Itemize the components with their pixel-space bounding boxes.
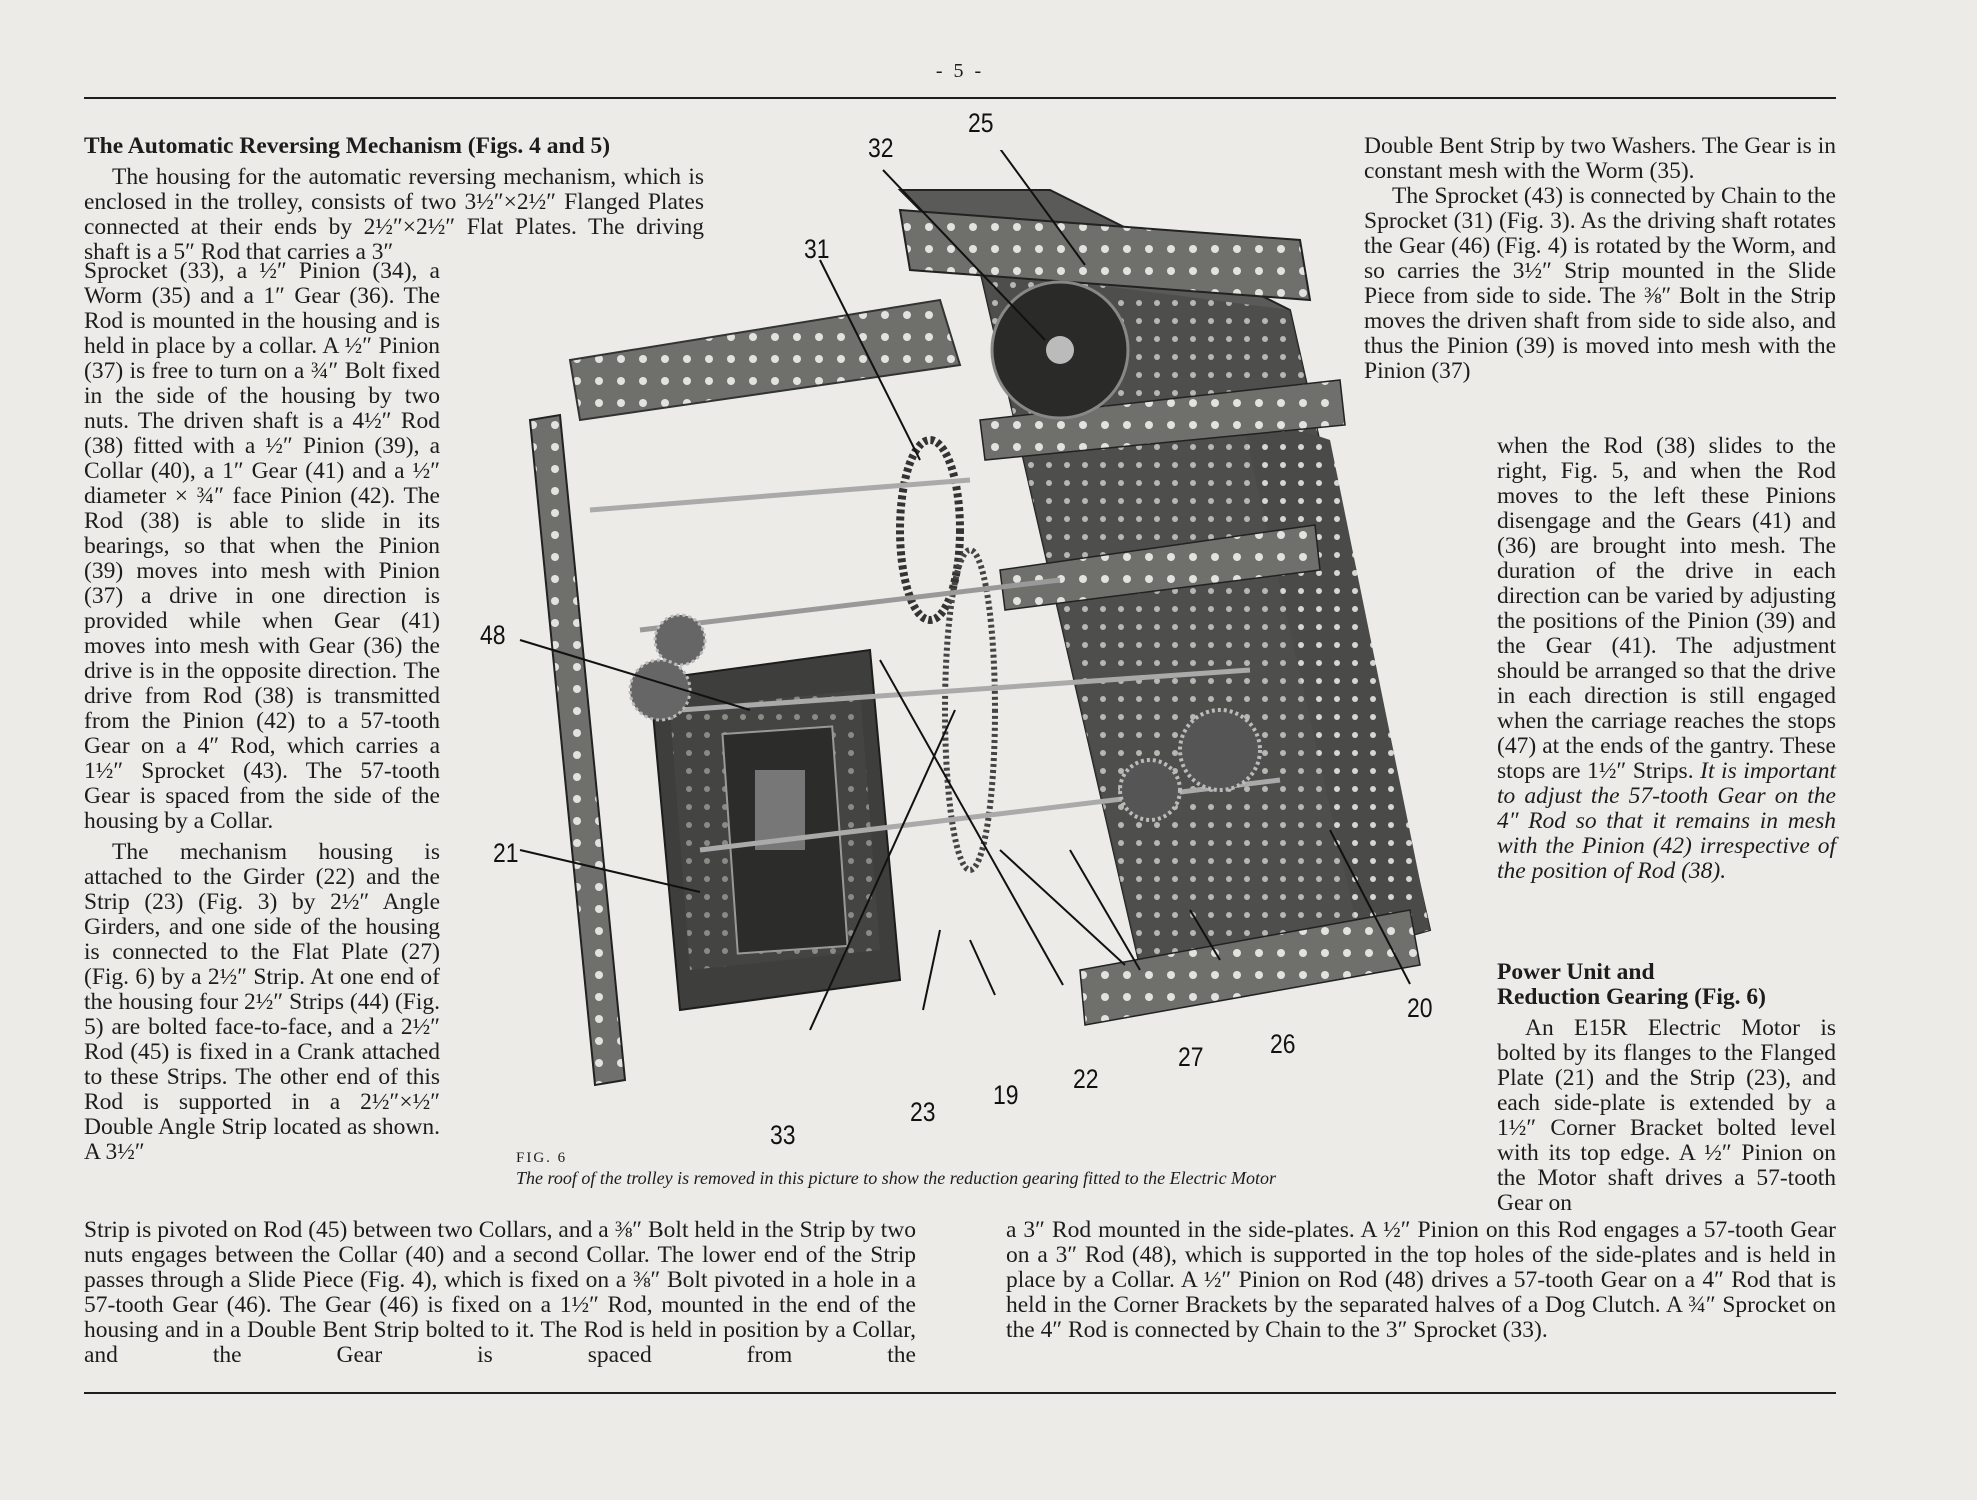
paragraph-sprocket-chain: The Sprocket (43) is connected by Chain … (1364, 183, 1836, 384)
bottom-left-text: Strip is pivoted on Rod (45) between two… (84, 1218, 916, 1368)
callout-21: 21 (493, 838, 519, 868)
paragraph-e15r-motor: An E15R Electric Motor is bolted by its … (1497, 1015, 1836, 1216)
top-rule (84, 97, 1836, 99)
heading-figref: (Figs. 4 and 5) (467, 133, 611, 159)
heading-figref-6: (Fig. 6) (1694, 984, 1766, 1010)
power-unit-section: Power Unit and Reduction Gearing (Fig. 6… (1497, 960, 1836, 1216)
callout-33: 33 (770, 1120, 796, 1150)
paragraph-strip-pivot: Strip is pivoted on Rod (45) between two… (84, 1217, 916, 1368)
callout-31: 31 (804, 234, 830, 264)
left-column-narrow: Sprocket (33), a ½″ Pinion (34), a Worm … (84, 259, 440, 1165)
figure-6-photo (519, 150, 1432, 1087)
callout-27: 27 (1178, 1042, 1204, 1072)
pinion-mesh-text: when the Rod (38) slides to the right, F… (1497, 433, 1836, 784)
paragraph-reduction-gearing: a 3″ Rod mounted in the side-plates. A ½… (1006, 1217, 1836, 1343)
paragraph-pinion-mesh: when the Rod (38) slides to the right, F… (1497, 434, 1836, 884)
callout-20: 20 (1407, 993, 1433, 1023)
callout-22: 22 (1073, 1064, 1099, 1094)
section-heading-reversing: The Automatic Reversing Mechanism (Figs.… (84, 134, 704, 159)
right-column-narrow: when the Rod (38) slides to the right, F… (1497, 434, 1836, 884)
callout-32: 32 (868, 133, 894, 163)
figure-label: FIG. 6 (516, 1150, 568, 1166)
callout-26: 26 (1270, 1029, 1296, 1059)
section-heading-power-unit: Power Unit and Reduction Gearing (Fig. 6… (1497, 960, 1836, 1010)
callout-23: 23 (910, 1097, 936, 1127)
left-column-top: The Automatic Reversing Mechanism (Figs.… (84, 134, 704, 265)
callout-48: 48 (480, 620, 506, 650)
paragraph-housing-intro: The housing for the automatic reversing … (84, 164, 704, 265)
heading-line2: Reduction Gearing (1497, 984, 1689, 1010)
important-note: It is important to adjust the 57-tooth G… (1497, 758, 1836, 884)
figure-caption-text: The roof of the trolley is removed in th… (516, 1168, 1277, 1188)
bottom-rule (84, 1392, 1836, 1394)
paragraph-driving-shaft: Sprocket (33), a ½″ Pinion (34), a Worm … (84, 258, 440, 834)
page-number: - 5 - (935, 60, 985, 82)
bottom-right-text: a 3″ Rod mounted in the side-plates. A ½… (1006, 1218, 1836, 1343)
paragraph-mechanism-housing: The mechanism housing is attached to the… (84, 839, 440, 1165)
heading-line1: Power Unit and (1497, 959, 1655, 985)
heading-text: The Automatic Reversing Mechanism (84, 133, 462, 159)
figure-caption: FIG. 6 The roof of the trolley is remove… (516, 1148, 1276, 1188)
callout-19: 19 (993, 1080, 1019, 1110)
callout-25: 25 (968, 108, 994, 138)
right-column-top: Double Bent Strip by two Washers. The Ge… (1364, 134, 1836, 384)
paragraph-worm-mesh: Double Bent Strip by two Washers. The Ge… (1364, 133, 1836, 184)
